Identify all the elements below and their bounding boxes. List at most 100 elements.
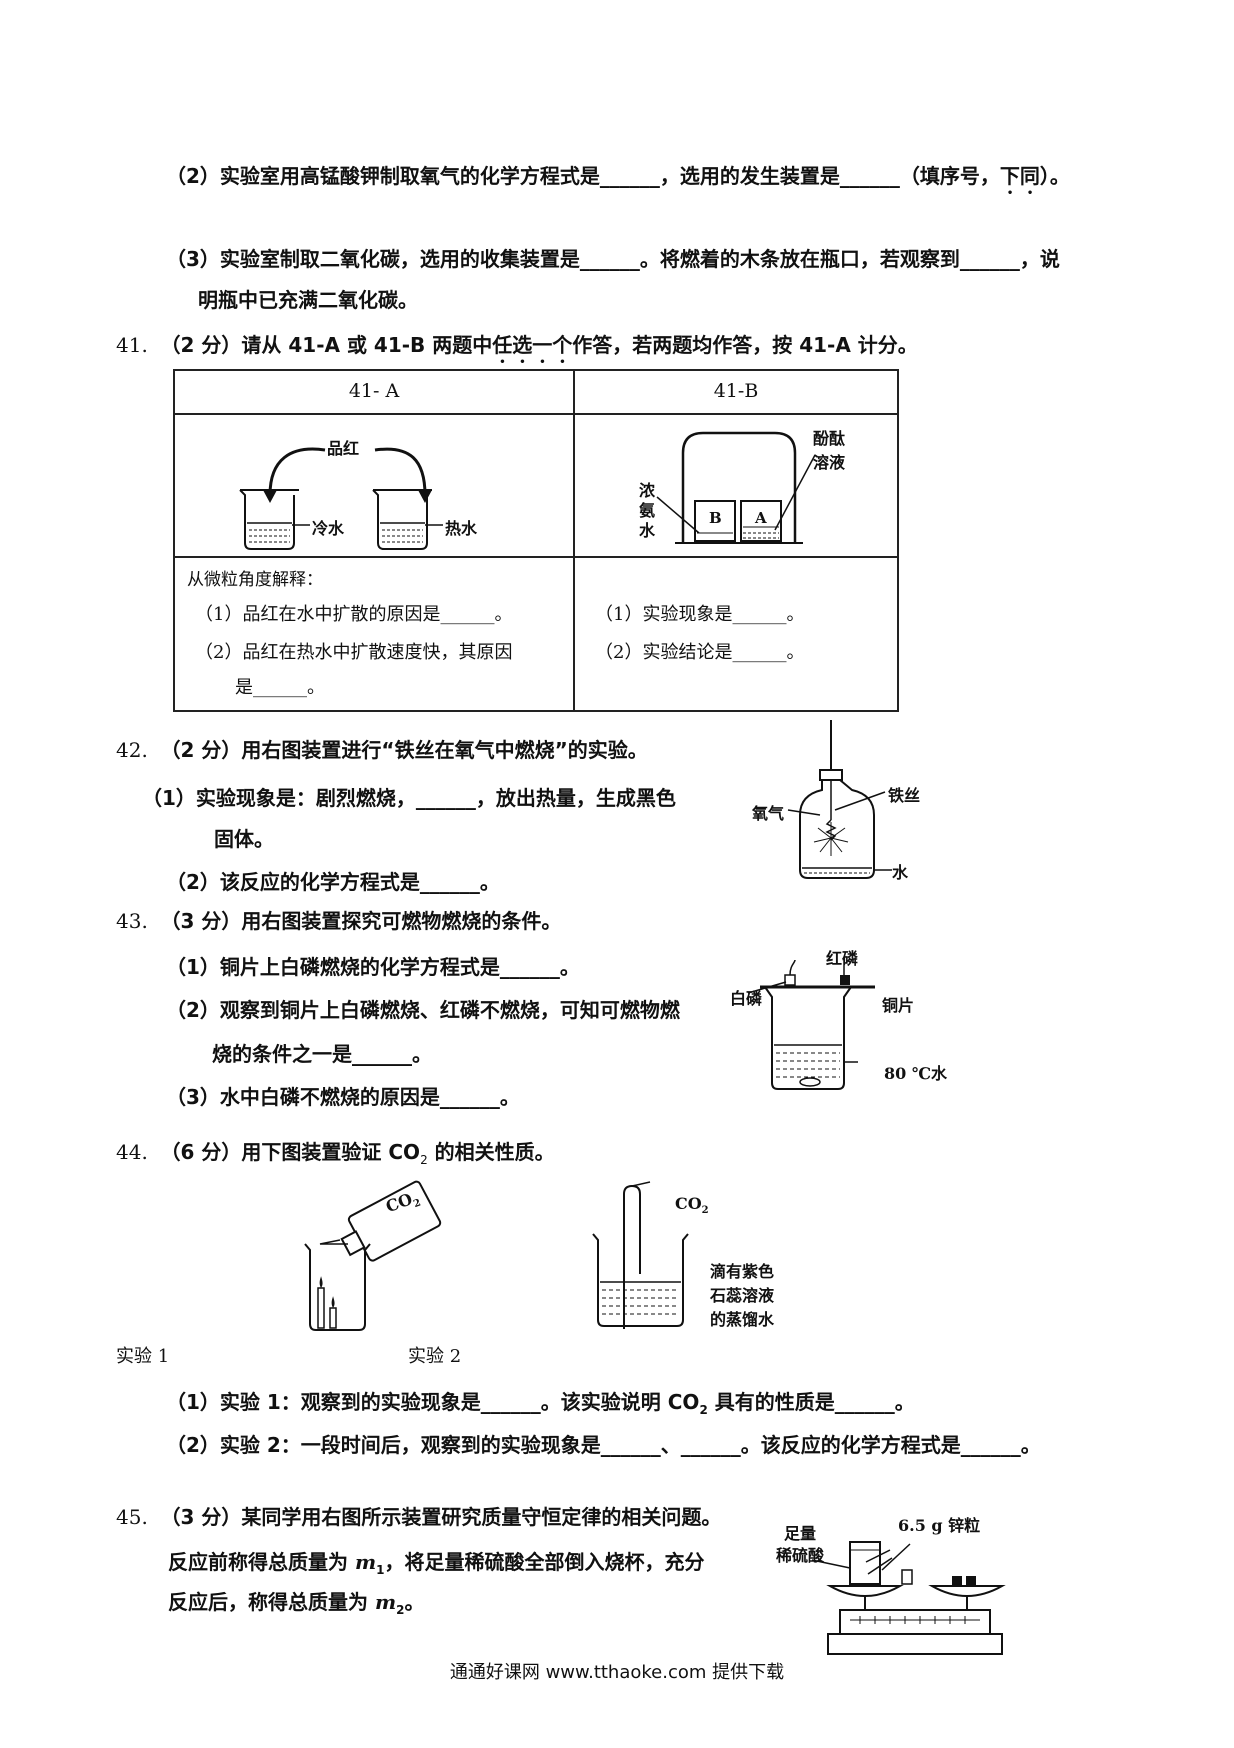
oxygen-label: 氧气 xyxy=(752,804,785,823)
answer-blank: ______ xyxy=(440,604,495,625)
question-text: 的相关性质。 xyxy=(427,1140,555,1164)
copper-sheet-label: 铜片 xyxy=(882,996,915,1015)
experiment-1-caption: 实验 1 xyxy=(116,1346,170,1367)
answer-blank: ______ xyxy=(834,1390,895,1414)
answer-blank: ______ xyxy=(732,642,787,663)
answer-blank: ______ xyxy=(599,164,660,188)
answer-blank: ______ xyxy=(352,1042,412,1066)
question-text: 实验室用高锰酸钾制取氧气的化学方程式是 xyxy=(219,164,600,188)
zinc-label: 6.5 g 锌粒 xyxy=(898,1516,981,1535)
score: （3 分） xyxy=(160,1505,242,1529)
col-a-q2-cont: 是______。 xyxy=(235,677,325,698)
q44-part2: （2）实验 2：一段时间后，观察到的实验现象是______、______。该反应… xyxy=(166,1433,1041,1457)
q45-line2: 反应前称得总质量为 m1，将足量稀硫酸全部倒入烧杯，充分 xyxy=(168,1550,705,1577)
col-a-q1: （1）品红在水中扩散的原因是______。 xyxy=(195,604,513,625)
col-a-q2: （2）品红在热水中扩散速度快，其原因 xyxy=(195,642,513,663)
answer-blank: ______ xyxy=(253,677,307,698)
col-b-q1: （1）实验现象是______。 xyxy=(595,604,805,625)
question-text: 实验室制取二氧化碳，选用的收集装置是 xyxy=(219,247,580,271)
question-text: （填序号， xyxy=(899,164,1000,188)
answer-blank: ______ xyxy=(579,247,640,271)
question-number: 43. xyxy=(116,909,148,933)
question-text: 用下图装置验证 CO xyxy=(241,1140,421,1164)
q43-part2-cont: 烧的条件之一是______。 xyxy=(212,1042,432,1066)
col-a-header: 41- A xyxy=(173,369,575,415)
pinhong-label: 品红 xyxy=(327,439,360,458)
co2-candles-figure xyxy=(300,1184,450,1334)
answer-blank: ______ xyxy=(960,1433,1021,1457)
score: （6 分） xyxy=(160,1140,242,1164)
iron-wire-label: 铁丝 xyxy=(888,786,921,805)
col-a-figure-cell: 品红 冷水 热水 xyxy=(173,413,575,558)
litmus-label-3: 的蒸馏水 xyxy=(710,1310,775,1329)
col-b-q2: （2）实验结论是______。 xyxy=(595,642,805,663)
question-number: 41. xyxy=(116,333,148,357)
emphasis-text: 任选一个 xyxy=(492,333,573,357)
q44-stem: 44. （6 分）用下图装置验证 CO2 的相关性质。 xyxy=(116,1140,555,1167)
red-phosphorus-label: 红磷 xyxy=(826,949,859,968)
score: （2 分） xyxy=(160,333,242,357)
score: （2 分） xyxy=(160,738,242,762)
ammonia-label-1: 浓 xyxy=(639,481,656,500)
co2-litmus-figure xyxy=(588,1184,708,1334)
q45-line3: 反应后，称得总质量为 m2。 xyxy=(168,1590,425,1617)
q40-part3-line2: 明瓶中已充满二氧化碳。 xyxy=(198,288,418,312)
q40-part3: （3）实验室制取二氧化碳，选用的收集装置是______。将燃着的木条放在瓶口，若… xyxy=(166,247,1060,271)
col-b-header: 41-B xyxy=(573,369,899,415)
q44-part1: （1）实验 1：观察到的实验现象是______。该实验说明 CO2 具有的性质是… xyxy=(166,1390,915,1417)
q41-stem: 41. （2 分）请从 41-A 或 41-B 两题中任选一个作答，若两题均作答… xyxy=(116,333,918,368)
question-text: ）。 xyxy=(1039,164,1070,188)
question-text: 用右图装置进行“铁丝在氧气中燃烧”的实验。 xyxy=(241,738,648,762)
col-a-intro: 从微粒角度解释： xyxy=(187,570,323,590)
phenolphthalein-label-2: 溶液 xyxy=(813,453,846,472)
q43-part3: （3）水中白磷不燃烧的原因是______。 xyxy=(166,1085,520,1109)
water-label: 水 xyxy=(892,863,909,882)
answer-blank: ______ xyxy=(439,1085,500,1109)
q42-part2: （2）该反应的化学方程式是______。 xyxy=(166,870,500,894)
beaker-a-label: A xyxy=(755,509,767,527)
beaker-b-label: B xyxy=(709,509,722,527)
question-text: 请从 41-A 或 41-B 两题中 xyxy=(241,333,493,357)
phenolphthalein-label-1: 酚酞 xyxy=(813,429,846,448)
answer-blank: ______ xyxy=(959,247,1020,271)
q42-stem: 42. （2 分）用右图装置进行“铁丝在氧气中燃烧”的实验。 xyxy=(116,738,648,762)
diffusion-beakers-figure xyxy=(175,415,573,558)
iron-wire-oxygen-figure xyxy=(790,720,950,890)
litmus-label-1: 滴有紫色 xyxy=(710,1262,775,1281)
q41-table: 41- A 41-B xyxy=(173,369,899,712)
question-text: 作答，若两题均作答，按 41-A 计分。 xyxy=(572,333,918,357)
answer-blank: ______ xyxy=(839,164,900,188)
acid-label-1: 足量 xyxy=(784,1524,817,1543)
question-number: 44. xyxy=(116,1140,148,1164)
col-b-figure-cell: B A 酚酞 溶液 浓 氨 水 xyxy=(573,413,901,558)
ammonia-diffusion-figure xyxy=(575,415,901,558)
acid-label-2: 稀硫酸 xyxy=(776,1546,825,1565)
emphasis-text: 下同 xyxy=(999,164,1040,188)
hot-water-80-label: 80 ℃水 xyxy=(884,1064,948,1083)
q43-part1: （1）铜片上白磷燃烧的化学方程式是______。 xyxy=(166,955,580,979)
q42-part1: （1）实验现象是：剧烈燃烧，______，放出热量，生成黑色 xyxy=(142,786,676,810)
page-footer: 通通好课网 www.tthaoke.com 提供下载 xyxy=(449,1662,785,1683)
cold-water-label: 冷水 xyxy=(312,519,345,538)
part-number: （2） xyxy=(166,164,220,188)
score: （3 分） xyxy=(160,909,242,933)
q42-part1-cont: 固体。 xyxy=(214,827,274,851)
question-text: 某同学用右图所示装置研究质量守恒定律的相关问题。 xyxy=(241,1505,722,1529)
combustion-condition-figure xyxy=(760,965,880,1095)
question-text: ，说 xyxy=(1019,247,1060,271)
white-phosphorus-label: 白磷 xyxy=(730,989,763,1008)
ammonia-label-3: 水 xyxy=(639,521,656,540)
answer-blank: ______ xyxy=(600,1433,661,1457)
ammonia-label-2: 氨 xyxy=(639,501,656,520)
col-a-questions: 从微粒角度解释： （1）品红在水中扩散的原因是______。 （2）品红在热水中… xyxy=(173,556,575,712)
answer-blank: ______ xyxy=(419,870,480,894)
co2-tube-label: CO2 xyxy=(675,1194,709,1217)
question-text: ，选用的发生装置是 xyxy=(659,164,840,188)
q40-part2: （2）实验室用高锰酸钾制取氧气的化学方程式是______，选用的发生装置是___… xyxy=(166,164,1070,199)
balance-scale-figure xyxy=(820,1530,1000,1670)
answer-blank: ______ xyxy=(499,955,560,979)
litmus-label-2: 石蕊溶液 xyxy=(710,1286,775,1305)
answer-blank: ______ xyxy=(732,604,787,625)
answer-blank: ______ xyxy=(415,786,476,810)
question-text: 。将燃着的木条放在瓶口，若观察到 xyxy=(639,247,960,271)
